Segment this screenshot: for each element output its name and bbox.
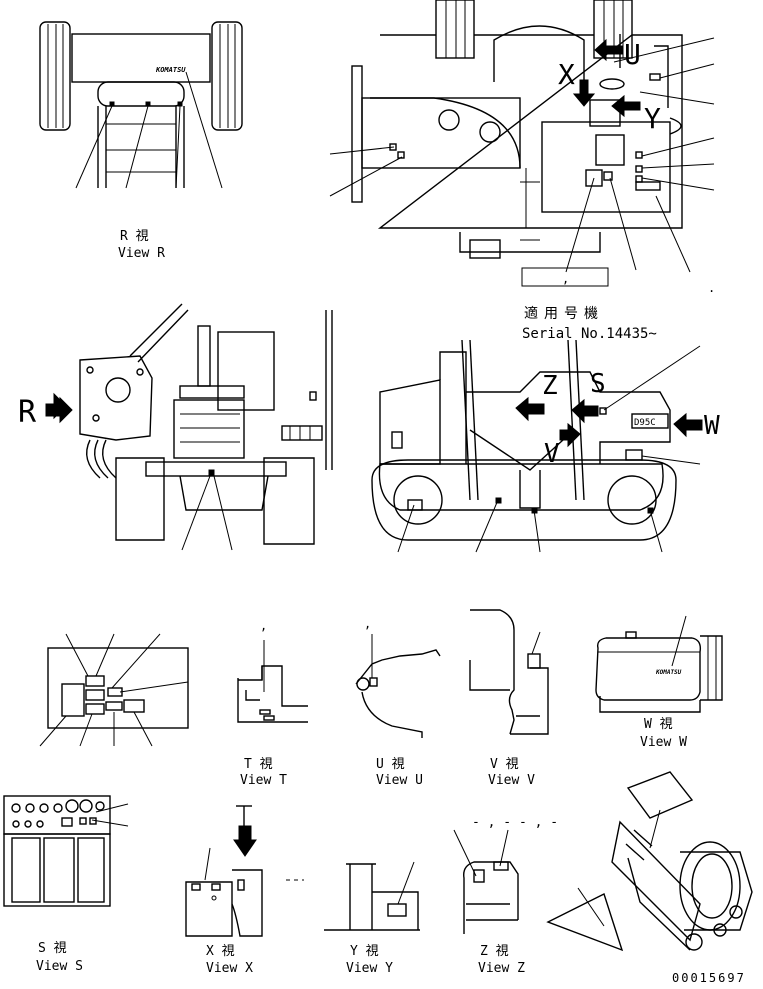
view-r-label-en: View R [118,246,165,261]
view-s-label-en: View S [36,959,83,974]
view-t-drawing [237,640,308,723]
marker-r: R [18,395,37,430]
view-z-label-en: View Z [478,961,525,976]
view-v-drawing [469,609,549,735]
top-view-drawing [329,0,715,273]
marker-s-mid: S [590,369,606,399]
view-v-label-en: View V [488,773,535,788]
view-y-drawing [324,861,420,931]
brand-plate-r: KOMATSU [155,66,186,74]
rear-view-drawing [45,303,333,551]
view-r-drawing: KOMATSU [39,21,243,189]
serial-box-comma: , [562,272,569,286]
marker-u-top: U [624,38,641,71]
view-w-drawing: KOMATSU [595,615,723,713]
view-x-label-ja: X 視 [206,944,235,959]
view-x-label-en: View X [206,961,253,976]
view-z-label-ja: Z 視 [480,944,509,959]
view-x-drawing [185,805,304,937]
view-z-drawing [453,829,519,934]
serial-placeholder-box [521,267,609,287]
model-plate: D95C [634,418,656,428]
view-v-label-ja: V 視 [490,757,519,772]
marker-v-mid: V [544,439,560,469]
iso-detail-drawing [546,771,753,952]
view-s-label-ja: S 視 [38,941,67,956]
view-y-label-en: View Y [346,961,393,976]
view-z-dash-row: - , - - , - [472,815,558,830]
stray-dot-top: . [708,281,715,295]
view-t-label-en: View T [240,773,287,788]
view-w-label-ja: W 視 [644,717,673,732]
marker-x-top: X [558,58,575,91]
view-w-label-en: View W [640,735,687,750]
view-t-comma: , [260,619,267,633]
view-u-drawing [355,634,441,738]
view-u-label-en: View U [376,773,423,788]
view-s-drawing [3,795,129,907]
view-u-comma: , [364,617,371,631]
view-r-label-ja: R 視 [120,229,149,244]
view-y-label-ja: Y 視 [350,944,379,959]
applicable-serial-text: Serial No.14435~ [522,326,657,342]
view-t-label-ja: T 視 [244,757,273,772]
marker-z: Z [542,371,558,401]
view-u-label-ja: U 視 [376,757,405,772]
side-view-drawing: D95C [371,339,703,553]
view-s-panel-drawing [39,633,189,747]
marker-w: W [704,411,720,441]
brand-plate-w: KOMATSU [655,669,682,676]
drawing-id: 00015697 [672,971,746,985]
applicable-serial-label: 適用号機 [524,305,604,322]
marker-y-top: Y [644,102,661,135]
